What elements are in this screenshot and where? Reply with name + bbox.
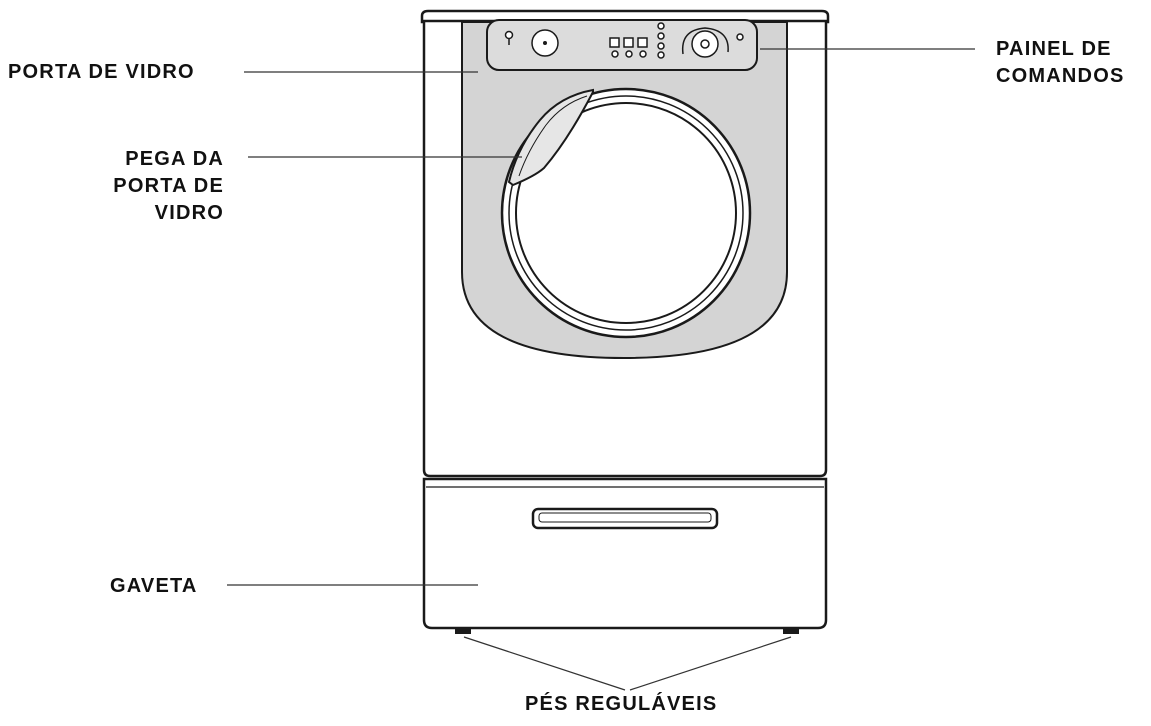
right-foot-icon bbox=[783, 627, 799, 634]
drawer-label: GAVETA bbox=[110, 573, 198, 600]
option-button-icon bbox=[611, 50, 619, 58]
door-glass bbox=[515, 102, 737, 324]
glass-door-label-text: PORTA DE VIDRO bbox=[8, 61, 195, 83]
program-dial-arc bbox=[681, 27, 729, 55]
door-handle-label: PEGA DA PORTA DE VIDRO bbox=[98, 146, 224, 227]
right-foot-leader bbox=[629, 636, 792, 691]
glass-door-label: PORTA DE VIDRO bbox=[8, 59, 195, 86]
drawer bbox=[422, 477, 828, 630]
door-handle-icon bbox=[507, 88, 594, 187]
control-panel-label: PAINEL DE COMANDOS bbox=[996, 36, 1125, 90]
control-panel-label-line-2: COMANDOS bbox=[996, 65, 1125, 87]
control-panel-label-line-1: PAINEL DE bbox=[996, 38, 1112, 60]
indicator-light-icon bbox=[736, 33, 744, 41]
drawer-label-text: GAVETA bbox=[110, 575, 198, 597]
power-button-icon bbox=[504, 30, 514, 40]
adjustable-feet-label: PÉS REGULÁVEIS bbox=[525, 691, 717, 718]
door-handle-label-line-2: PORTA DE bbox=[113, 175, 224, 197]
display-digit-icon bbox=[609, 37, 620, 48]
left-foot-icon bbox=[455, 627, 471, 634]
control-panel-controls bbox=[504, 22, 744, 59]
door-handle-label-line-3: VIDRO bbox=[154, 202, 224, 224]
left-foot-leader bbox=[463, 636, 626, 691]
door-handle-label-line-1: PEGA DA bbox=[125, 148, 224, 170]
adjustable-feet-label-text: PÉS REGULÁVEIS bbox=[525, 693, 718, 715]
leader-lines bbox=[227, 48, 975, 691]
